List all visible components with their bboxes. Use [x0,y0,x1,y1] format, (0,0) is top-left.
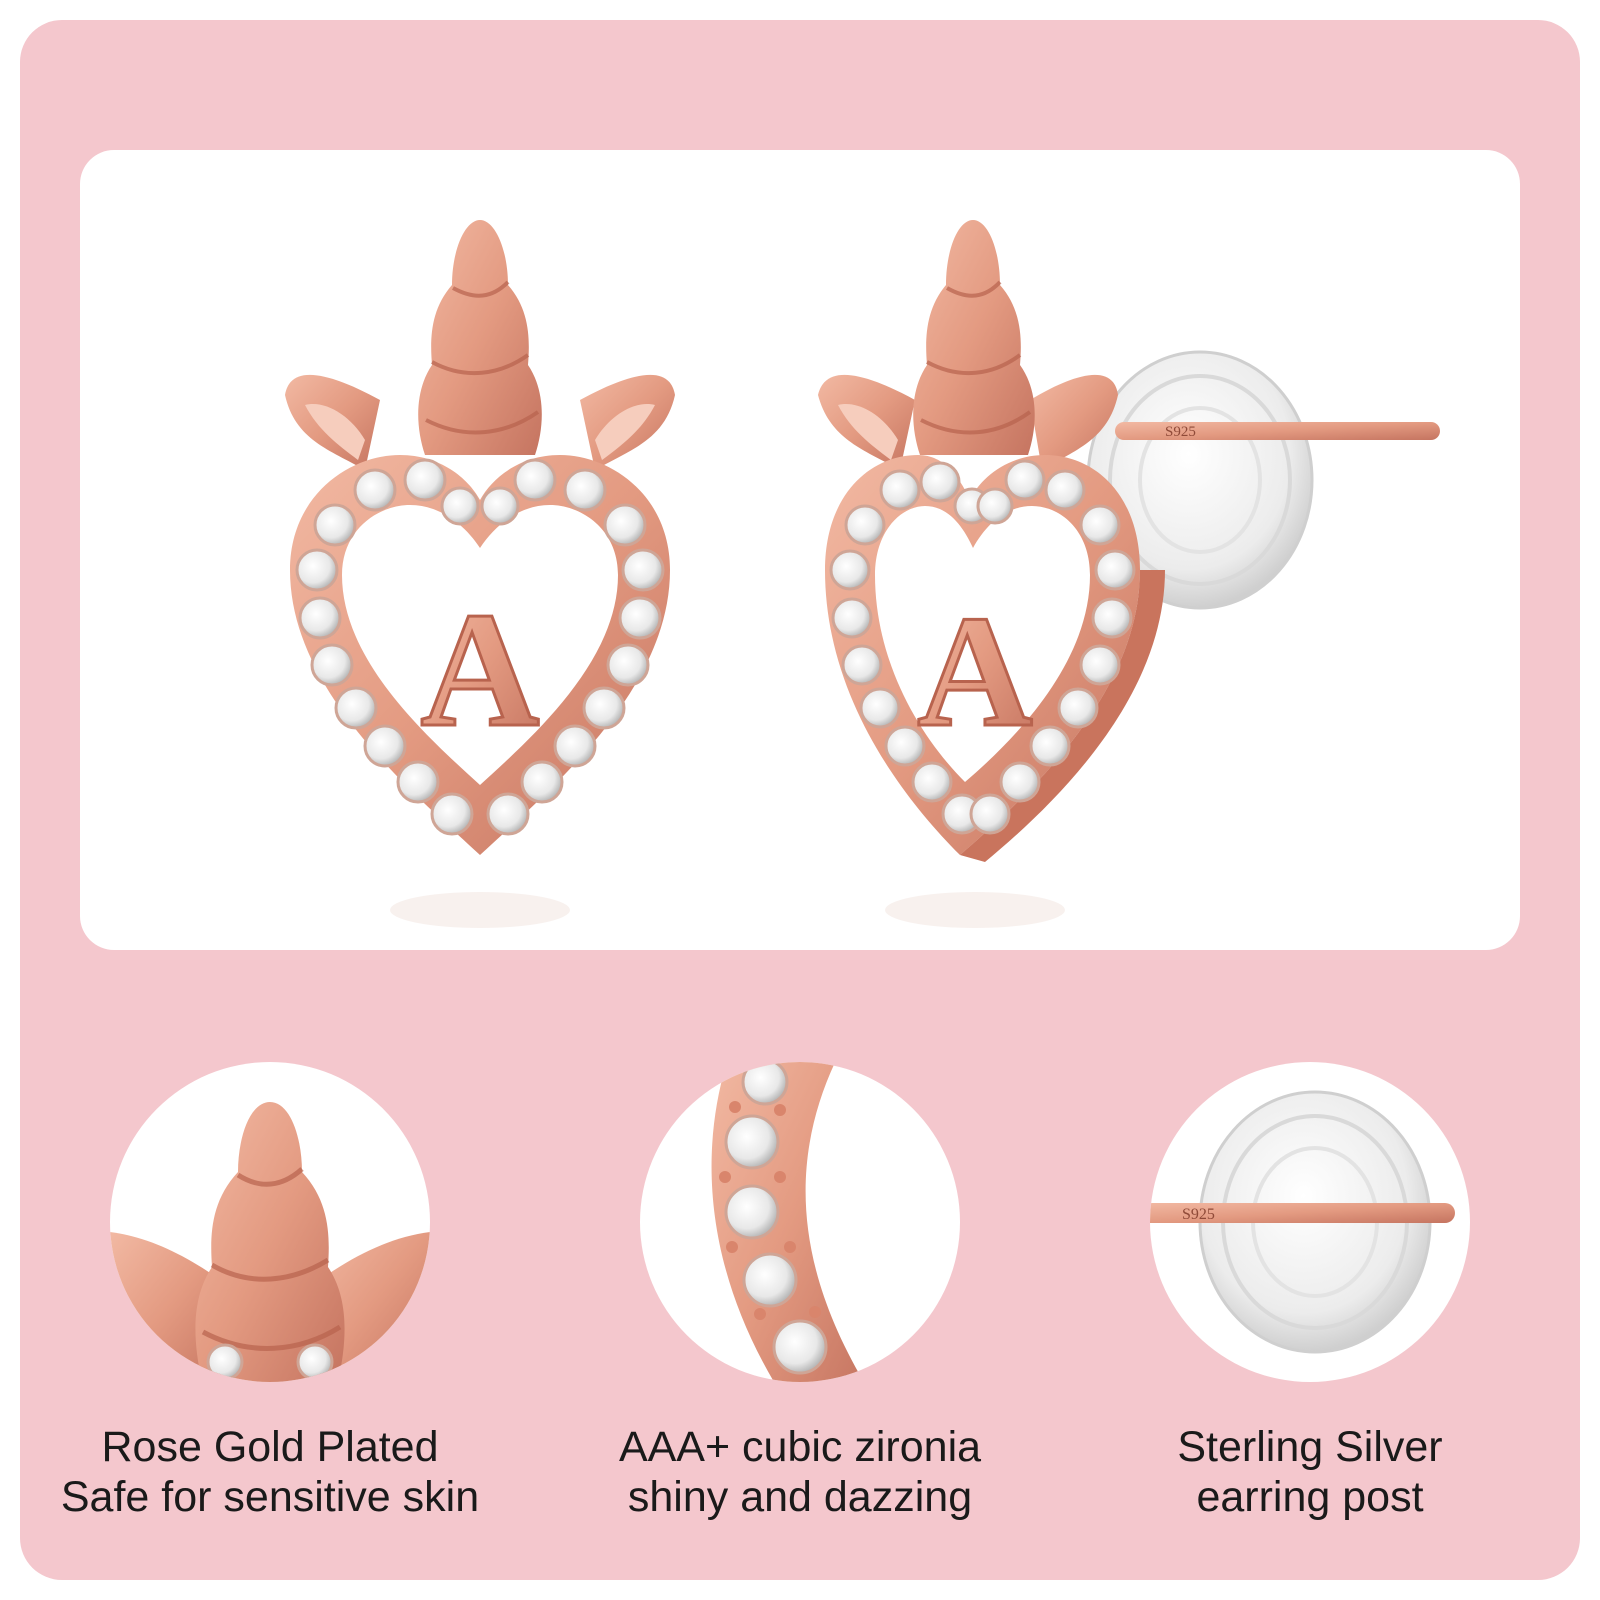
earring-side: S925 [818,220,1440,862]
earring-post-icon: S925 [1150,1062,1470,1382]
post-stamp-closeup: S925 [1182,1206,1215,1223]
earrings-image: A S925 [285,220,1440,928]
caption-line-2: shiny and dazzing [627,1473,973,1521]
earring-post [1115,422,1440,440]
initial-letter-side: A [917,582,1033,760]
unicorn-horn-icon [110,1062,430,1382]
earring-front: A [285,220,675,855]
caption-line-1: AAA+ cubic zironia [618,1423,982,1471]
feature-caption: Rose Gold Plated Safe for sensitive skin [40,1422,500,1522]
post-stamp: S925 [1165,424,1196,440]
caption-line-2: Safe for sensitive skin [60,1473,480,1521]
cubic-zirconia-icon [640,1062,960,1382]
feature-caption: AAA+ cubic zironia shiny and dazzing [570,1422,1030,1522]
caption-line-1: Rose Gold Plated [101,1423,439,1471]
hero-panel: A S925 [80,150,1520,950]
caption-line-1: Sterling Silver [1177,1423,1443,1471]
feature-caption: Sterling Silver earring post [1080,1422,1540,1522]
product-frame: A S925 [20,20,1580,1580]
caption-line-2: earring post [1196,1473,1424,1521]
initial-letter: A [420,578,539,761]
